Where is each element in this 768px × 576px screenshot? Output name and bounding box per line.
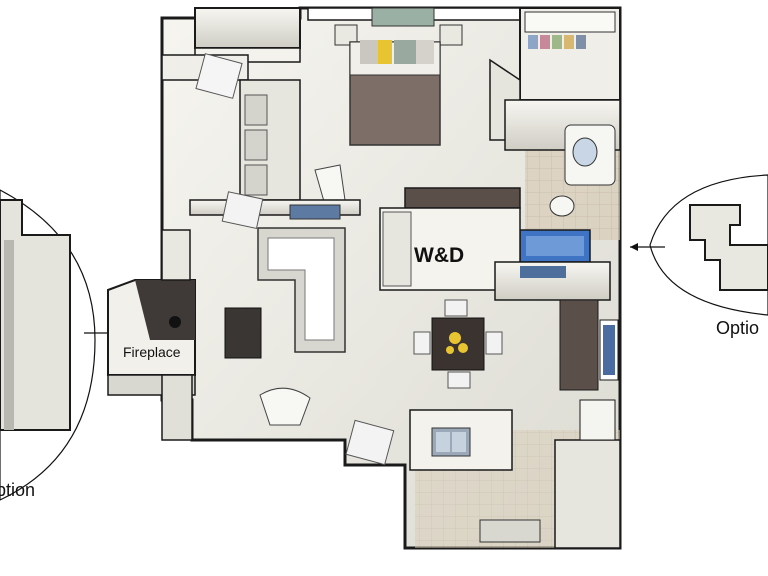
kitchen	[345, 399, 621, 549]
walls-upper-left	[161, 7, 301, 201]
closet-top-right	[489, 7, 621, 141]
bedroom	[307, 7, 521, 206]
windows	[161, 229, 193, 441]
storage-right	[494, 261, 619, 391]
bathroom	[504, 99, 621, 263]
option-label-left: ption	[0, 480, 36, 500]
option-bubble-left	[0, 189, 96, 501]
option-label-right: Optio	[716, 318, 760, 338]
fireplace-label: Fireplace	[123, 344, 181, 360]
washer-dryer-area	[379, 187, 521, 291]
option-bubble-right	[649, 174, 768, 316]
living-room	[189, 191, 361, 426]
dining-area	[413, 299, 503, 389]
arrow-right-head	[630, 243, 638, 251]
washer-dryer-label: W&D	[414, 244, 465, 267]
